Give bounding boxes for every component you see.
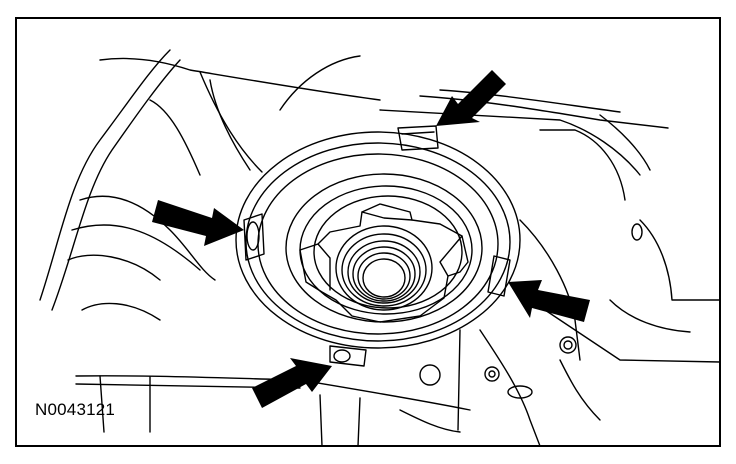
arrow-left [152,200,244,246]
center-opening [335,225,433,311]
retaining-tab-bottom [329,345,367,367]
retaining-tab-right [487,255,511,297]
body-panel-lines [39,49,721,447]
locking-cam [299,203,469,323]
retaining-tab-top [397,125,439,151]
arrow-right [508,280,590,322]
retaining-tab-left [243,213,265,261]
outer-ring [235,131,521,349]
arrow-top-right [436,70,506,126]
cam-edge-left [317,243,331,291]
figure-id-label: N0043121 [35,400,116,419]
panel-holes [419,223,643,399]
arrow-bottom-left [252,358,332,408]
figure-border [15,17,721,447]
cam-edge-top [361,211,413,221]
cam-edge-right [439,235,463,277]
